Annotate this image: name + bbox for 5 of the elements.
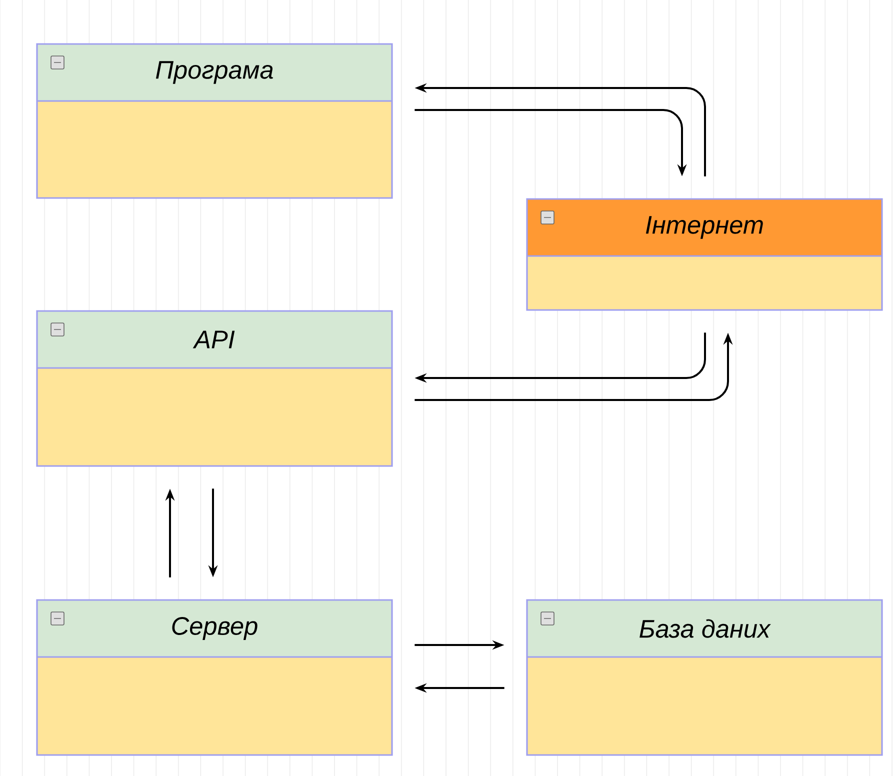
class-box: API: [36, 310, 393, 467]
class-box: Сервер: [36, 599, 393, 756]
class-box: Програма: [36, 43, 393, 199]
class-box: Інтернет: [526, 198, 883, 311]
class-box: База даних: [526, 599, 883, 756]
